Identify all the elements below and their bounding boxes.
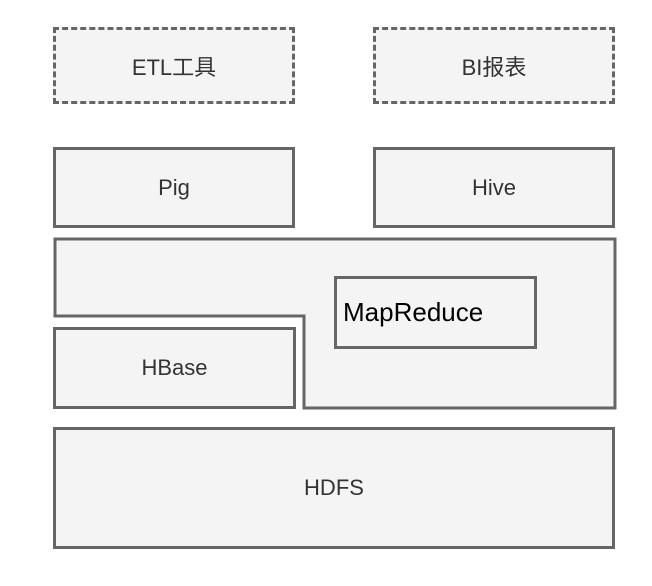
hive-box: Hive [373,147,615,228]
hive-label: Hive [471,174,516,200]
hbase-box: HBase [53,327,296,409]
bi-reports-label: BI报表 [461,54,527,80]
hdfs-label: HDFS [304,475,364,500]
hbase-label: HBase [141,355,208,380]
mapreduce-label-box: MapReduce [334,276,537,349]
hdfs-box: HDFS [53,427,615,549]
pig-label: Pig [158,174,190,200]
etl-tools-label: ETL工具 [131,54,217,80]
etl-tools-box: ETL工具 [53,27,295,104]
mapreduce-label: MapReduce [343,297,484,327]
bi-reports-box: BI报表 [373,27,615,104]
pig-box: Pig [53,147,295,228]
